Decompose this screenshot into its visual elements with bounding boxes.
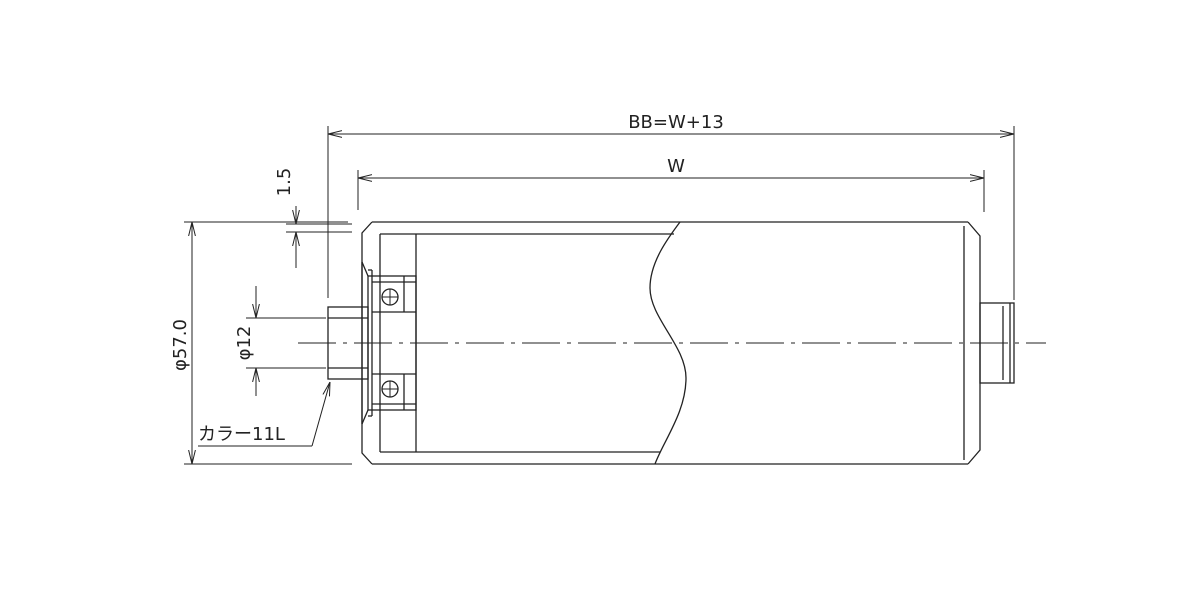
dimension-overall: BB=W+13: [327, 112, 1015, 300]
tube-diameter-label: φ57.0: [170, 319, 191, 371]
dimension-shaft-diameter: φ12: [234, 286, 326, 396]
dimension-step: 1.5: [274, 168, 352, 268]
shaft-diameter-label: φ12: [234, 326, 255, 361]
tube-width-label: W: [667, 156, 685, 177]
overall-length-label: BB=W+13: [628, 112, 724, 133]
step-label: 1.5: [274, 168, 295, 197]
dimension-tube-diameter: φ57.0: [170, 221, 352, 465]
collar-callout: カラー11L: [198, 382, 330, 447]
collar-label: カラー11L: [198, 424, 285, 445]
dimension-width: W: [357, 156, 985, 212]
